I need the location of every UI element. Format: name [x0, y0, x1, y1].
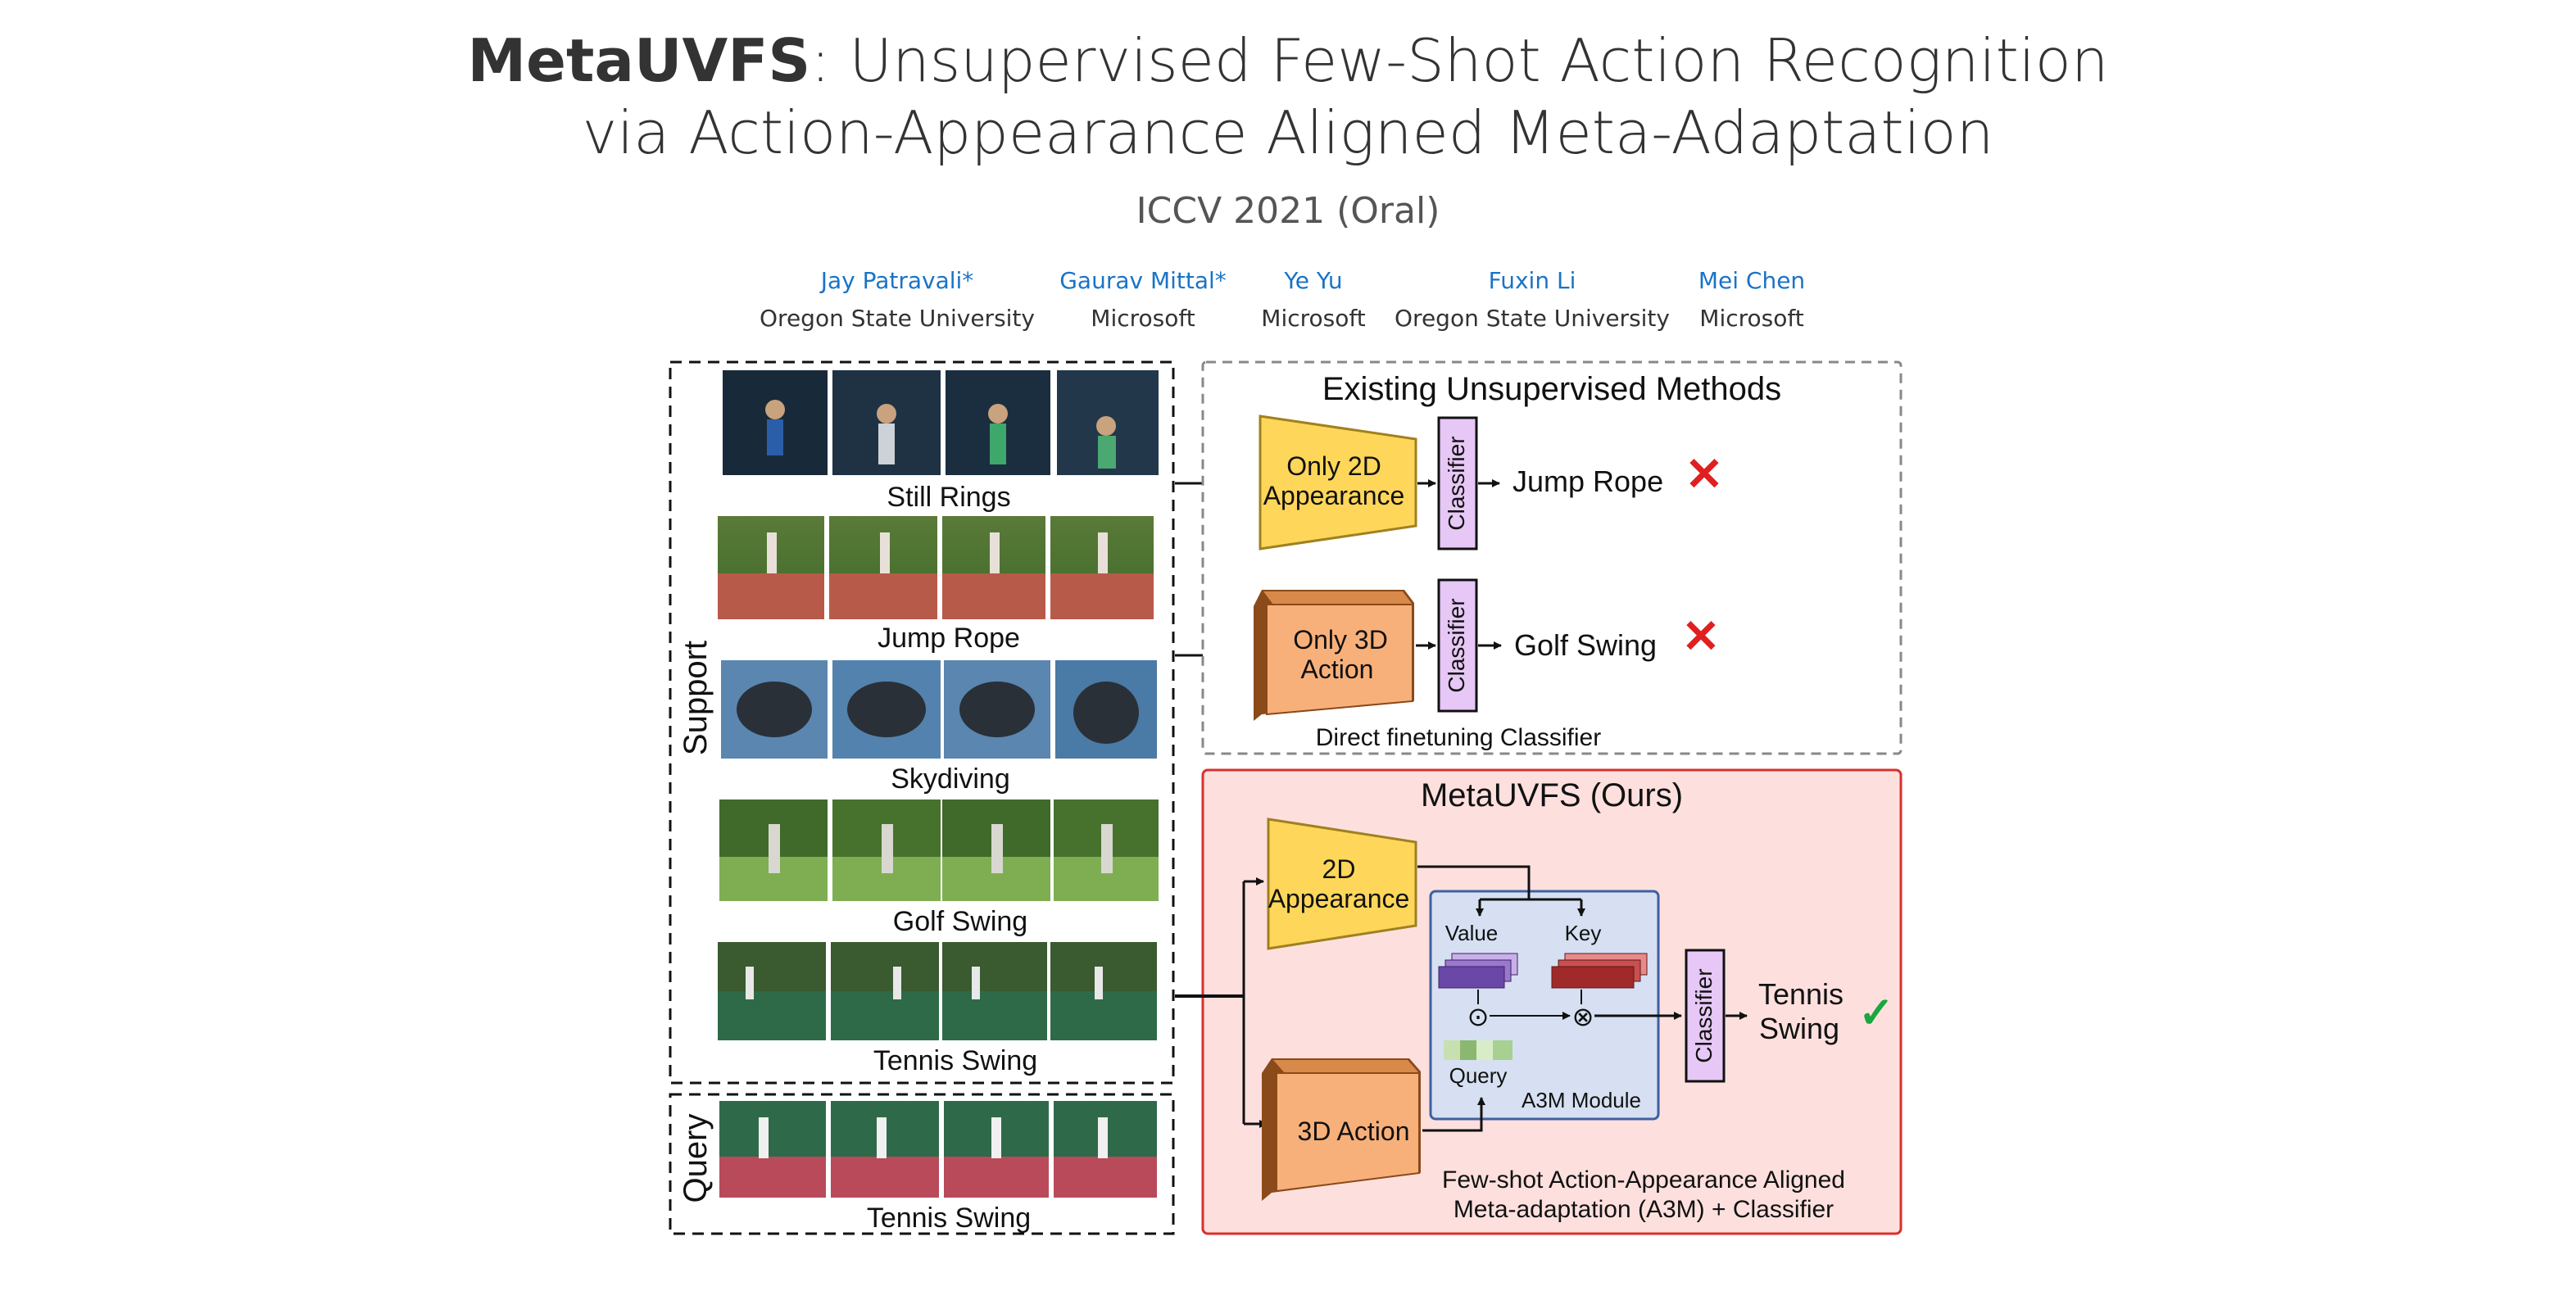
only-3d-line2: Action — [1301, 655, 1374, 684]
query-tensor — [1444, 1040, 1512, 1060]
author-name[interactable]: Gaurav Mittal* — [1059, 267, 1227, 294]
ours-prediction-line1: Tennis — [1758, 977, 1844, 1011]
venue: ICCV 2021 (Oral) — [1136, 190, 1440, 232]
author-affiliation: Microsoft — [1699, 305, 1804, 332]
author-affiliation: Oregon State University — [760, 305, 1035, 332]
prediction-1: Jump Rope — [1512, 464, 1663, 498]
paper-title: MetaUVFS: Unsupervised Few-Shot Action R… — [0, 25, 2576, 169]
class-label-tennis-swing: Tennis Swing — [873, 1045, 1037, 1076]
ours-prediction-line2: Swing — [1759, 1012, 1839, 1045]
query-box — [669, 1093, 1175, 1235]
support-box — [669, 360, 1175, 1085]
author-5: Mei Chen Microsoft — [1698, 262, 1805, 337]
wrong-mark-1: ✕ — [1685, 448, 1724, 500]
tennis-swing-frames — [718, 942, 1157, 1040]
query-class-label: Tennis Swing — [867, 1203, 1031, 1234]
ours-3d-box — [1262, 1058, 1421, 1201]
class-label-still-rings: Still Rings — [887, 482, 1010, 513]
key-label: Key — [1565, 921, 1602, 945]
dot-operator: ⊙ — [1467, 1002, 1490, 1031]
author-name[interactable]: Mei Chen — [1698, 267, 1806, 294]
author-2: Gaurav Mittal* Microsoft — [1059, 262, 1227, 337]
author-affiliation: Microsoft — [1261, 305, 1366, 332]
ours-caption-line2: Meta-adaptation (A3M) + Classifier — [1454, 1196, 1834, 1223]
class-label-jump-rope: Jump Rope — [878, 623, 1020, 654]
query-label: Query — [678, 1114, 714, 1203]
ours-3d-label: 3D Action — [1298, 1117, 1410, 1146]
classifier-box-2 — [1437, 578, 1478, 713]
only-3d-box — [1254, 590, 1414, 721]
classifier-label-2: Classifier — [1444, 598, 1469, 692]
arrow-3d-to-a3m — [1422, 1097, 1485, 1132]
prediction-2: Golf Swing — [1514, 628, 1657, 662]
ours-2d-box — [1267, 818, 1417, 950]
title-bold: MetaUVFS — [467, 26, 811, 95]
skydiving-frames — [721, 660, 1157, 759]
author-name[interactable]: Fuxin Li — [1488, 267, 1576, 294]
title-line2: via Action-Appearance Aligned Meta-Adapt… — [582, 98, 1994, 167]
author-1: Jay Patravali* Oregon State University — [760, 262, 1035, 337]
author-affiliation: Microsoft — [1091, 305, 1195, 332]
classifier-label-1: Classifier — [1444, 436, 1469, 530]
ours-classifier-box — [1685, 949, 1726, 1083]
only-2d-line1: Only 2D — [1286, 451, 1381, 481]
cross-operator: ⊗ — [1572, 1002, 1594, 1031]
still-rings-frames — [723, 370, 1159, 475]
title-rest: : Unsupervised Few-Shot Action Recogniti… — [810, 26, 2109, 95]
jump-rope-frames — [718, 516, 1154, 619]
author-affiliation: Oregon State University — [1395, 305, 1670, 332]
existing-methods-title: Existing Unsupervised Methods — [1322, 371, 1781, 407]
ours-classifier-label: Classifier — [1691, 968, 1717, 1062]
author-name[interactable]: Ye Yu — [1284, 267, 1343, 294]
wrong-mark-2: ✕ — [1682, 610, 1721, 662]
value-tensor — [1438, 953, 1518, 989]
value-label: Value — [1445, 921, 1499, 945]
support-label: Support — [678, 641, 714, 755]
classifier-box-1 — [1437, 416, 1478, 550]
query-tensor-label: Query — [1449, 1063, 1508, 1088]
class-label-skydiving: Skydiving — [891, 763, 1010, 795]
ours-title: MetaUVFS (Ours) — [1421, 777, 1683, 813]
only-2d-box — [1259, 414, 1417, 550]
arrow-2d-to-a3m — [1417, 865, 1531, 899]
golf-swing-frames — [719, 800, 1159, 901]
a3m-module — [1429, 890, 1660, 1121]
author-3: Ye Yu Microsoft — [1261, 262, 1365, 337]
key-tensor — [1551, 953, 1648, 989]
only-2d-line2: Appearance — [1263, 481, 1405, 510]
ours-caption-line1: Few-shot Action-Appearance Aligned — [1442, 1166, 1845, 1194]
class-label-golf-swing: Golf Swing — [893, 906, 1027, 937]
existing-caption: Direct finetuning Classifier — [1316, 724, 1601, 751]
ours-2d-line2: Appearance — [1268, 884, 1410, 913]
check-mark: ✓ — [1858, 990, 1894, 1037]
only-3d-line1: Only 3D — [1293, 625, 1388, 655]
author-name[interactable]: Jay Patravali* — [820, 267, 974, 294]
query-frames — [719, 1101, 1157, 1198]
author-4: Fuxin Li Oregon State University — [1395, 262, 1670, 337]
a3m-module-label: A3M Module — [1522, 1088, 1641, 1112]
ours-2d-line1: 2D — [1322, 854, 1356, 884]
